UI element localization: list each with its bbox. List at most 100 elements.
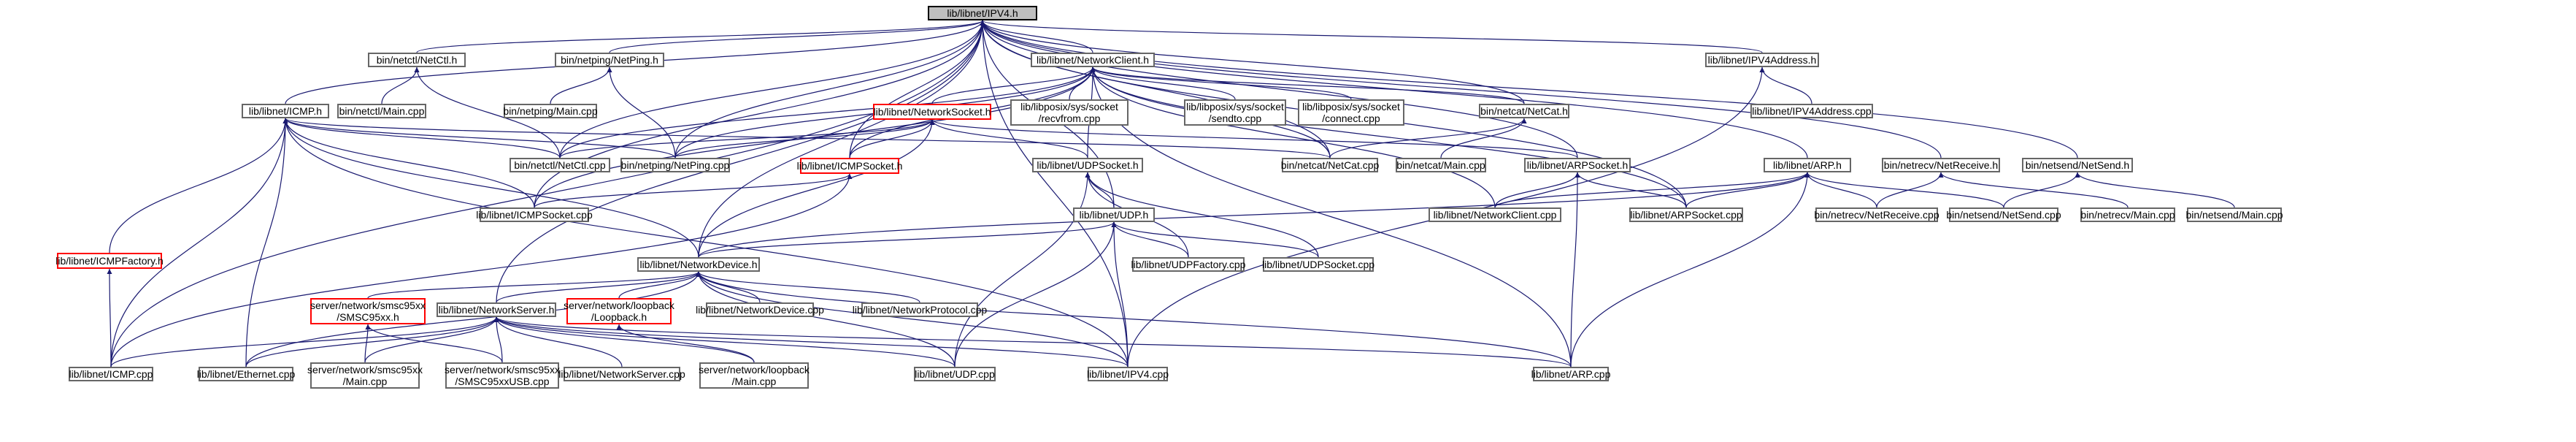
node-label-line: lib/libnet/ICMPFactory.h [55,255,164,267]
include-edge [2003,172,2080,208]
node-label-line: lib/libnet/ARPSocket.cpp [1630,209,1742,221]
node-icmp-cpp[interactable]: lib/libnet/ICMP.cpp [69,367,153,381]
include-edge [1329,118,1527,159]
node-netctl-main[interactable]: bin/netctl/Main.cpp [337,104,426,118]
node-netsend-main[interactable]: bin/netsend/Main.cpp [2185,207,2283,222]
include-edge [849,119,935,159]
node-label-line: server/network/smsc95xx [307,364,423,376]
node-netrecv-cpp[interactable]: bin/netrecv/NetReceive.cpp [1814,207,1939,222]
node-icmpfactory-h[interactable]: lib/libnet/ICMPFactory.h [55,253,164,269]
node-netsend-cpp[interactable]: bin/netsend/NetSend.cpp [1946,207,2061,222]
node-label-line: /SMSC95xx.h [337,311,399,323]
node-label-line: lib/libnet/IPV4.cpp [1086,368,1169,380]
node-label-line: bin/netrecv/Main.cpp [2080,209,2175,221]
node-netsend-h[interactable]: bin/netsend/NetSend.h [2022,158,2133,172]
include-edge [954,172,1091,367]
node-sendto[interactable]: lib/libposix/sys/socket/sendto.cpp [1184,99,1286,126]
node-netclient-h[interactable]: lib/libnet/NetworkClient.h [1031,53,1155,67]
include-edge [107,268,112,367]
node-smsc-usb[interactable]: server/network/smsc95xx/SMSC95xxUSB.cpp [445,362,560,389]
node-label-line: lib/libnet/NetworkSocket.h [873,106,991,118]
node-netcat-cpp[interactable]: bin/netcat/NetCat.cpp [1281,158,1379,172]
node-label-line: lib/libnet/UDP.h [1079,209,1149,221]
node-label-line: lib/libnet/NetworkServer.cpp [558,368,685,380]
include-edge [245,316,499,367]
node-icmpsocket-cpp[interactable]: lib/libnet/ICMPSocket.cpp [476,207,593,222]
node-udpsocket-cpp[interactable]: lib/libnet/UDPSocket.cpp [1262,257,1374,272]
node-netping-h[interactable]: bin/netping/NetPing.h [555,53,664,67]
include-edge [849,20,985,159]
node-netcat-main[interactable]: bin/netcat/Main.cpp [1396,158,1486,172]
node-netclient-cpp[interactable]: lib/libnet/NetworkClient.cpp [1429,207,1561,222]
node-label-line: lib/libnet/NetworkServer.h [438,304,555,316]
include-edge [493,316,755,363]
include-edge [282,118,676,159]
include-edge [110,173,853,367]
node-netping-main[interactable]: bin/netping/Main.cpp [503,104,598,118]
include-edge [110,316,499,367]
node-arp-cpp[interactable]: lib/libnet/ARP.cpp [1531,367,1611,381]
node-netctl-h[interactable]: bin/netctl/NetCtl.h [368,53,466,67]
include-edge [674,119,935,159]
node-label-line: lib/libnet/NetworkDevice.cpp [696,304,824,316]
node-label-line: lib/libnet/ICMPSocket.h [796,160,903,172]
node-netdevice-h[interactable]: lib/libnet/NetworkDevice.h [637,257,760,272]
node-ipv4addr-h[interactable]: lib/libnet/IPV4Address.h [1705,53,1819,67]
node-label-line: bin/netping/NetPing.h [561,54,658,66]
node-netctl-cpp[interactable]: bin/netctl/NetCtl.cpp [510,158,610,172]
include-edge [929,119,1088,159]
node-netsocket-h[interactable]: lib/libnet/NetworkSocket.h [873,104,991,120]
node-loopback-main[interactable]: server/network/loopback/Main.cpp [699,362,810,389]
node-udp-cpp[interactable]: lib/libnet/UDP.cpp [914,367,996,381]
node-label-line: /sendto.cpp [1208,113,1262,124]
node-netprotocol-cpp[interactable]: lib/libnet/NetworkProtocol.cpp [853,302,987,317]
include-edge [1111,221,1189,258]
include-edge [616,324,755,363]
node-label-line: lib/libnet/NetworkClient.cpp [1433,209,1557,221]
node-arpsocket-h[interactable]: lib/libnet/ARPSocket.h [1524,158,1631,172]
node-arp-h[interactable]: lib/libnet/ARP.h [1764,158,1851,172]
include-edge [493,316,956,367]
node-label-line: lib/libnet/IPV4Address.cpp [1752,105,1872,117]
node-netrecv-h[interactable]: bin/netrecv/NetReceive.h [1882,158,2000,172]
include-edge [534,66,1096,208]
node-label-line: lib/libnet/ICMPSocket.cpp [476,209,593,221]
node-netdevice-cpp[interactable]: lib/libnet/NetworkDevice.cpp [696,302,824,317]
node-netcat-h[interactable]: bin/netcat/NetCat.h [1479,104,1569,118]
node-netserver-h[interactable]: lib/libnet/NetworkServer.h [437,302,556,317]
node-label-line: bin/netping/NetPing.cpp [620,159,730,171]
node-icmp-h[interactable]: lib/libnet/ICMP.h [242,104,329,118]
node-label-line: lib/libnet/ARP.h [1773,159,1842,171]
node-label-line: lib/libnet/ARP.cpp [1531,368,1611,380]
node-smsc95xx-h[interactable]: server/network/smsc95xx/SMSC95xx.h [310,298,426,324]
include-edge [674,20,985,159]
include-edge [954,221,1117,367]
node-label-line: bin/netctl/Main.cpp [339,105,425,117]
include-edge [493,316,1572,367]
include-edge [1804,172,2004,208]
node-label-line: lib/libnet/IPV4.h [947,7,1018,19]
node-netserver-cpp[interactable]: lib/libnet/NetworkServer.cpp [558,367,685,381]
node-ethernet-cpp[interactable]: lib/libnet/Ethernet.cpp [197,367,295,381]
include-edge [1804,172,1877,208]
include-edge [534,173,853,208]
node-recvfrom[interactable]: lib/libposix/sys/socket/recvfrom.cpp [1010,99,1129,126]
node-udpfactory-cpp[interactable]: lib/libnet/UDPFactory.cpp [1131,257,1245,272]
node-icmpsocket-h[interactable]: lib/libnet/ICMPSocket.h [797,158,902,174]
node-netrecv-main[interactable]: bin/netrecv/Main.cpp [2080,207,2175,222]
node-udp-h[interactable]: lib/libnet/UDP.h [1073,207,1155,222]
include-edge [109,118,288,254]
node-netping-cpp[interactable]: bin/netping/NetPing.cpp [620,158,730,172]
node-ipv4-cpp[interactable]: lib/libnet/IPV4.cpp [1086,367,1169,381]
include-edge [1090,66,1236,100]
include-edge [1085,172,1319,258]
node-loopback-h[interactable]: server/network/loopback/Loopback.h [564,298,674,324]
node-smsc-main[interactable]: server/network/smsc95xx/Main.cpp [307,362,423,389]
node-label-line: bin/netsend/NetSend.h [2025,159,2130,171]
node-arpsocket-cpp[interactable]: lib/libnet/ARPSocket.cpp [1629,207,1743,222]
node-udpsocket-h[interactable]: lib/libnet/UDPSocket.h [1032,158,1143,172]
include-edge [696,271,1572,367]
node-ipv4addr-cpp[interactable]: lib/libnet/IPV4Address.cpp [1750,104,1873,118]
node-connect[interactable]: lib/libposix/sys/socket/connect.cpp [1298,99,1404,126]
node-label-line: lib/libnet/ARPSocket.h [1526,159,1629,171]
